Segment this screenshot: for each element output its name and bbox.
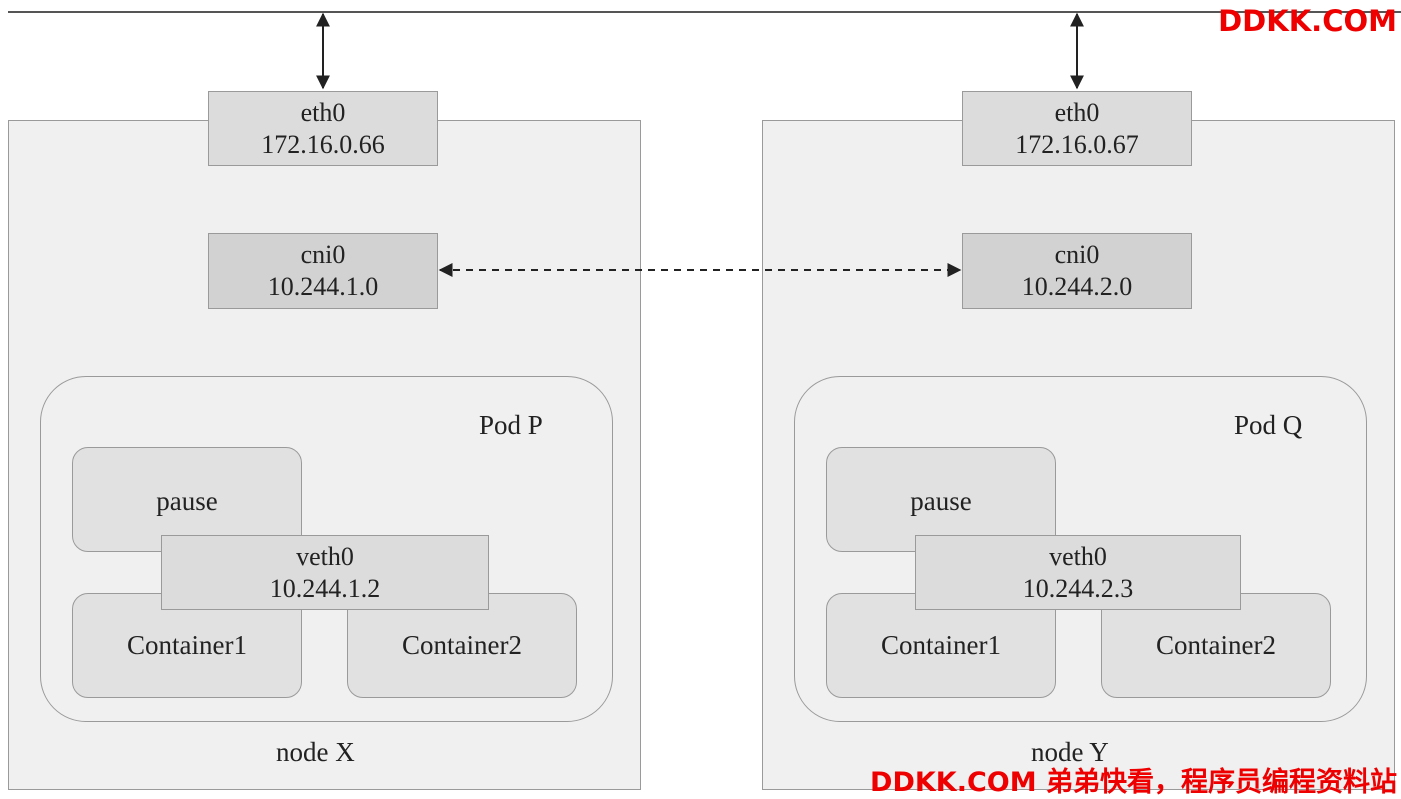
container2-label: Container2 bbox=[1156, 630, 1276, 660]
cni0-bridge-x: cni0 10.244.1.0 bbox=[208, 233, 438, 309]
container1-label: Container1 bbox=[127, 630, 247, 660]
cni0-name: cni0 bbox=[1054, 240, 1100, 269]
pause-container: pause bbox=[826, 447, 1056, 552]
container1-box: Container1 bbox=[826, 593, 1056, 698]
container1-label: Container1 bbox=[881, 630, 1001, 660]
pause-container: pause bbox=[72, 447, 302, 552]
container2-box: Container2 bbox=[347, 593, 577, 698]
node-label: node Y bbox=[1031, 737, 1109, 767]
watermark-top: DDKK.COM bbox=[1218, 4, 1397, 38]
container2-box: Container2 bbox=[1101, 593, 1331, 698]
cni0-ip: 10.244.1.0 bbox=[267, 272, 379, 301]
veth0-interface-y: veth0 10.244.2.3 bbox=[915, 535, 1241, 610]
veth0-name: veth0 bbox=[296, 541, 354, 571]
pause-label: pause bbox=[910, 486, 972, 516]
container2-label: Container2 bbox=[402, 630, 522, 660]
watermark-bottom: DDKK.COM 弟弟快看，程序员编程资料站 bbox=[870, 767, 1397, 798]
eth0-interface-x: eth0 172.16.0.66 bbox=[208, 91, 438, 166]
pause-label: pause bbox=[156, 486, 218, 516]
container1-box: Container1 bbox=[72, 593, 302, 698]
eth0-interface-y: eth0 172.16.0.67 bbox=[962, 91, 1192, 166]
cni0-ip: 10.244.2.0 bbox=[1021, 272, 1133, 301]
veth0-ip: 10.244.1.2 bbox=[269, 573, 381, 603]
eth0-ip: 172.16.0.66 bbox=[261, 129, 385, 159]
veth0-name: veth0 bbox=[1049, 541, 1107, 571]
cni0-name: cni0 bbox=[300, 240, 346, 269]
veth0-interface-x: veth0 10.244.1.2 bbox=[161, 535, 489, 610]
pod-label: Pod Q bbox=[1234, 410, 1303, 440]
pod-label: Pod P bbox=[479, 410, 543, 440]
cni0-bridge-y: cni0 10.244.2.0 bbox=[962, 233, 1192, 309]
eth0-name: eth0 bbox=[1054, 97, 1100, 127]
eth0-name: eth0 bbox=[300, 97, 346, 127]
veth0-ip: 10.244.2.3 bbox=[1022, 573, 1134, 603]
eth0-ip: 172.16.0.67 bbox=[1015, 129, 1139, 159]
node-label: node X bbox=[276, 737, 355, 767]
